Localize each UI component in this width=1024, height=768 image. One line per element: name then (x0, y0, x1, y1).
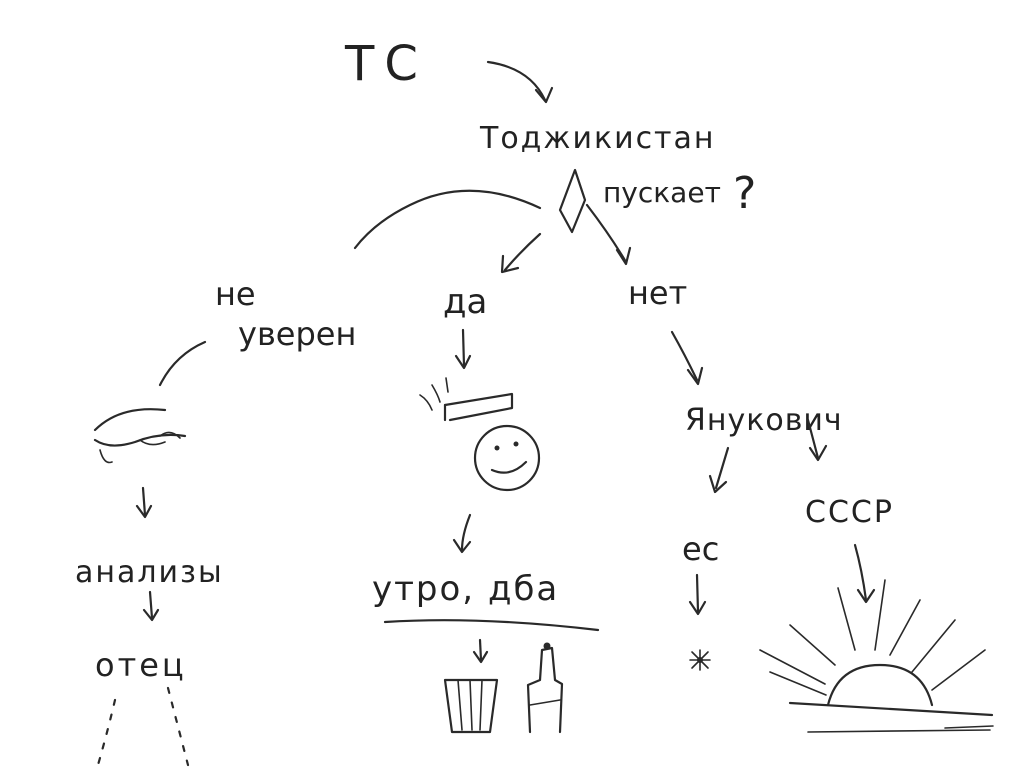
arrow-line (670, 330, 699, 382)
arrow-line (806, 418, 820, 460)
arrow-line (478, 638, 483, 662)
bucket-drawing (443, 678, 499, 734)
eye-lashes (99, 431, 181, 464)
arrow-yanukovich-to-eu (708, 446, 730, 494)
eye-brow (93, 408, 167, 432)
arrow-to-outcomes (472, 638, 489, 664)
arrow-line (853, 543, 868, 602)
morning-label-part2: дба (488, 569, 559, 609)
arrow-line (148, 590, 154, 620)
arrow-eu-to-star (688, 573, 707, 616)
arrow-line (503, 232, 542, 272)
analyses-label: анализы (75, 555, 224, 590)
arrow-head (472, 650, 489, 664)
starburst-drawing (689, 649, 711, 671)
bucket-outline (443, 678, 499, 734)
smiley-eye-left (494, 445, 500, 451)
arrow-yanukovich-to-ussr (806, 418, 828, 462)
arrow-smiley-to-morning (452, 513, 472, 554)
fork-center (558, 168, 587, 234)
yes-label: да (443, 282, 487, 322)
question-label: пускает (603, 176, 721, 209)
hand-fingertip (543, 642, 551, 650)
arrow-line (714, 446, 730, 490)
rising-sun-drawing (759, 579, 994, 733)
bucket-stripes (457, 679, 483, 731)
arrow-analyses-to-father (142, 590, 160, 622)
root-label: ТС (344, 36, 428, 92)
cigarette-body (443, 392, 514, 422)
eu-label: ес (682, 530, 719, 568)
arrow-head (500, 254, 520, 274)
question-mark: ? (733, 168, 756, 219)
ussr-label: СССР (805, 495, 894, 530)
starburst-core (697, 657, 703, 663)
smiley-eye-right (513, 441, 519, 447)
eye-drawing (93, 408, 187, 464)
connector-unsure-to-eye (158, 340, 207, 387)
arc-to-unsure (353, 189, 542, 250)
yanukovich-label: Янукович (685, 403, 843, 438)
sun-rays (759, 579, 994, 733)
sun-horizon (788, 701, 994, 717)
arrow-line (141, 486, 147, 517)
arrow-head (856, 588, 876, 604)
hand-finger-drawing (526, 642, 564, 734)
arrow-head (686, 366, 704, 386)
arrow-head (808, 444, 828, 462)
smiley-face (473, 424, 541, 492)
arrow-line (461, 328, 466, 368)
arrow-head (135, 504, 153, 519)
eye-lid (93, 433, 187, 447)
arrow-root-to-country (486, 60, 554, 104)
arrow-head (615, 246, 632, 266)
smiley-head (473, 424, 541, 492)
father-label: отец (95, 646, 187, 684)
arrow-line (486, 60, 547, 102)
morning-label: утро, дба (372, 569, 559, 609)
arrow-head (534, 86, 554, 104)
unsure-label-line2: уверен (238, 315, 356, 353)
arrow-to-yes (500, 232, 542, 274)
unsure-label: не уверен (215, 275, 356, 353)
arrow-no-to-yanukovich (670, 330, 704, 386)
country-label: Тоджикистан (479, 121, 716, 156)
arrow-head (142, 608, 160, 622)
arrow-line (460, 513, 472, 552)
unsure-label-line1: не (215, 275, 256, 313)
arrow-eye-to-analyses (135, 486, 153, 519)
arrow-head (454, 354, 472, 370)
hand-outline (526, 646, 564, 734)
arrow-head (688, 600, 707, 616)
cigarette-drawing (419, 377, 514, 422)
hand-cuff (529, 699, 561, 706)
arrow-yes-to-cigarette (454, 328, 472, 370)
dashed-line-right (166, 686, 190, 767)
arrow-head (708, 474, 728, 494)
morning-label-part1: утро, (372, 569, 488, 609)
smiley-mouth (490, 460, 528, 474)
fork-symbol (558, 168, 632, 266)
sun-arc (826, 663, 934, 707)
smoke-lines (419, 377, 449, 411)
fork-right-stem (585, 203, 628, 264)
arrow-ussr-to-sun (853, 543, 876, 604)
no-label: нет (628, 274, 687, 312)
dashed-line-left (96, 698, 117, 767)
arrow-line (695, 573, 700, 614)
arrow-head (452, 538, 472, 554)
underline-morning (383, 619, 600, 632)
